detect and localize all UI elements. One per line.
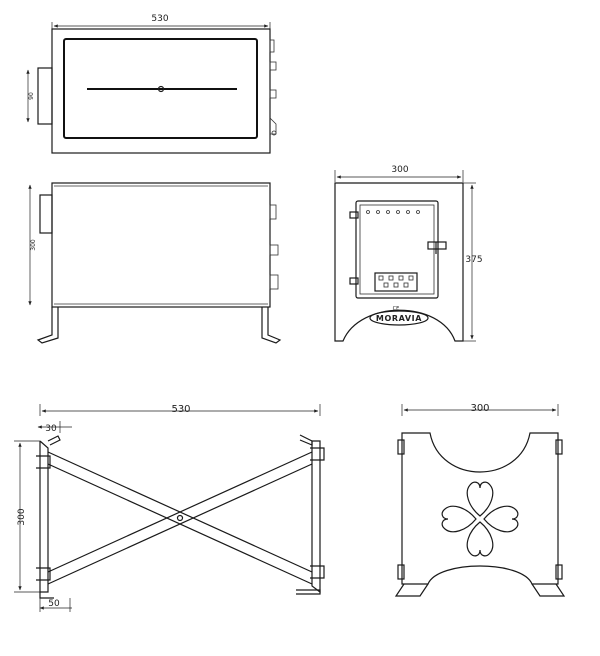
front-view: 300 375 [334,165,483,342]
base-width-label: 530 [171,404,190,415]
vent-holes [366,210,420,214]
brand-plaque: MORAVIA [376,314,422,323]
end-panel-view: 300 [394,403,566,597]
top-width-label: 530 [151,14,168,24]
top-height-label: 90 [28,92,35,100]
end-width-label: 300 [470,403,489,414]
base-height-label: 300 [17,508,27,525]
base-offset-bottom-label: 50 [48,599,60,609]
clover-cutout [441,481,519,557]
ce-mark: CE [393,306,400,312]
side-view: 300 [28,182,282,344]
side-height-label: 300 [30,239,37,251]
top-view: 530 90 [26,14,277,154]
base-offset-top-label: 30 [45,424,57,434]
base-view: 530 30 300 50 [14,404,325,612]
front-width-label: 300 [391,165,408,175]
front-height-label: 375 [465,255,482,265]
